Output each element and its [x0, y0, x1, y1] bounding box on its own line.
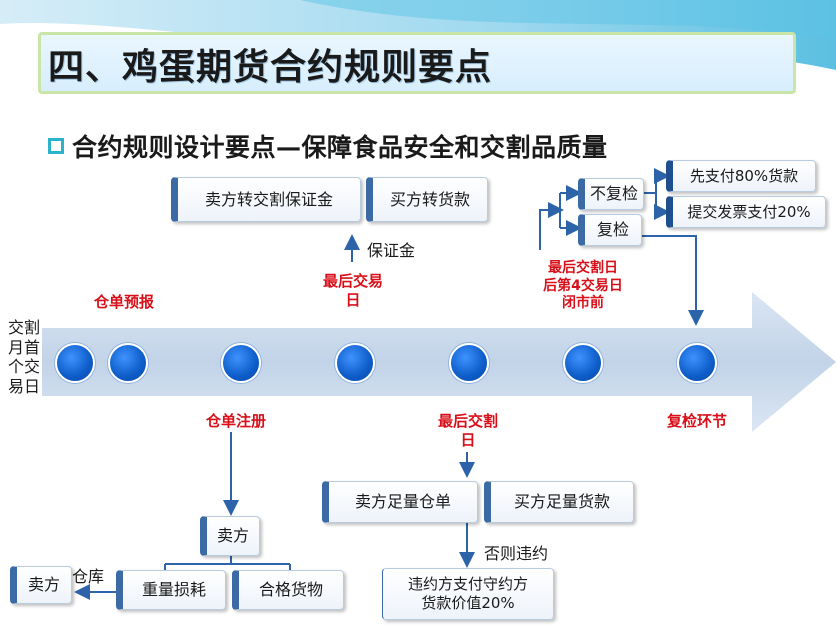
box-weight-loss: 重量损耗: [116, 570, 226, 610]
label-last-delivery-day: 最后交割 日: [437, 412, 498, 449]
timeline-dot-start: [55, 343, 95, 383]
timeline-arrow: [42, 292, 836, 432]
label-last-trading-day: 最后交易 日: [322, 272, 383, 309]
box-invoice-20: 提交发票支付20%: [666, 196, 826, 228]
label-recheck-stage: 复检环节: [666, 412, 727, 430]
title-frame: [38, 32, 796, 94]
subtitle-row: 合约规则设计要点—保障食品安全和交割品质量: [48, 128, 608, 164]
label-warehouse: 仓库: [72, 567, 105, 586]
box-seller-left: 卖方: [10, 566, 72, 604]
box-pay-80: 先支付80%货款: [666, 160, 816, 192]
box-buyer-payment: 买方转货款: [366, 177, 488, 222]
label-margin: 保证金: [367, 241, 416, 260]
box-qualified-goods: 合格货物: [232, 570, 344, 610]
label-after-last-delivery: 最后交割日 后第4交易日 闭市前: [543, 260, 623, 311]
label-warehouse-register: 仓单注册: [205, 412, 266, 430]
box-recheck: 复检: [578, 214, 642, 246]
subtitle: 合约规则设计要点—保障食品安全和交割品质量: [72, 133, 608, 162]
timeline-dot-last-delivery: [449, 343, 489, 383]
square-bullet-icon: [48, 138, 64, 154]
box-seller-full-receipt: 卖方足量仓单: [322, 481, 478, 523]
timeline-dot-register: [221, 343, 261, 383]
page-title: 四、鸡蛋期货合约规则要点: [48, 47, 493, 88]
box-seller-margin: 卖方转交割保证金: [171, 177, 361, 222]
box-no-recheck: 不复检: [578, 178, 644, 210]
box-buyer-full-payment: 买方足量货款: [484, 481, 634, 523]
timeline-dot-prereport: [108, 343, 148, 383]
timeline-start-label: 交割 月首 个交 易日: [8, 318, 41, 396]
timeline-dot-last-trading: [335, 343, 375, 383]
box-penalty: 违约方支付守约方 货款价值20%: [382, 568, 554, 620]
timeline-dot-after-delivery: [563, 343, 603, 383]
timeline-dot-recheck: [677, 343, 717, 383]
box-seller-register: 卖方: [200, 516, 260, 556]
label-otherwise-default: 否则违约: [484, 544, 549, 563]
label-warehouse-prereport: 仓单预报: [93, 293, 154, 311]
